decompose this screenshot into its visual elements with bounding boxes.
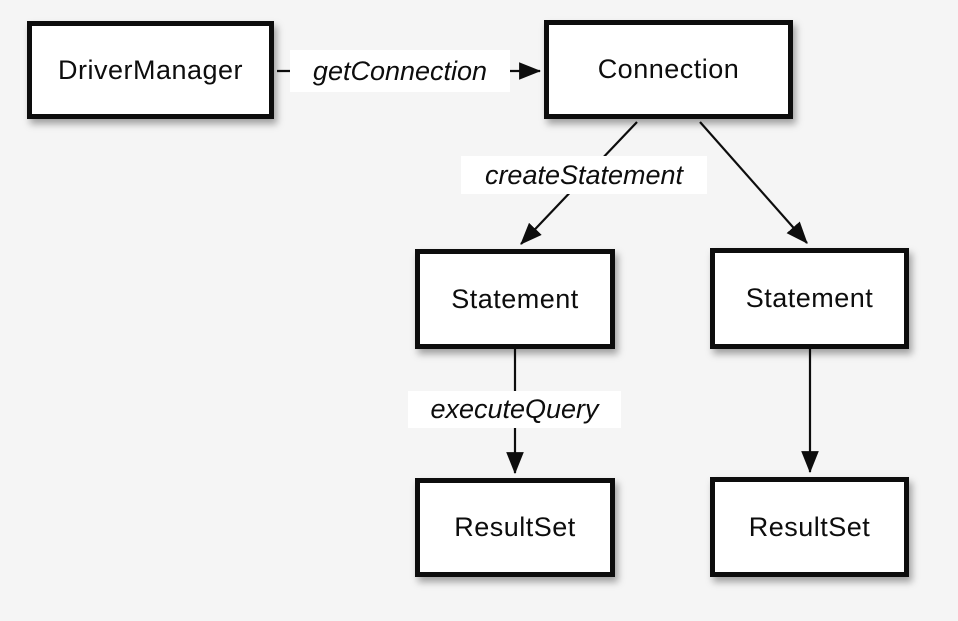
node-drivermanager-label: DriverManager — [57, 54, 244, 85]
node-connection: Connection — [544, 20, 793, 119]
edge-connection-to-statement-right-arrow — [699, 121, 808, 244]
edge-label-getconnection: getConnection — [290, 50, 510, 92]
node-connection-label: Connection — [597, 54, 740, 84]
edge-label-createstatement: createStatement — [461, 156, 707, 194]
node-statement-right: Statement — [710, 248, 909, 349]
node-resultset-right: ResultSet — [710, 477, 909, 577]
node-statement-left: Statement — [415, 249, 615, 349]
node-drivermanager: DriverManager — [27, 21, 274, 119]
edge-label-executequery: executeQuery — [408, 391, 621, 428]
node-statement-left-label: Statement — [451, 283, 579, 314]
node-statement-right-label: Statement — [745, 283, 874, 313]
node-resultset-left: ResultSet — [415, 478, 615, 577]
node-resultset-right-label: ResultSet — [748, 511, 871, 542]
node-resultset-left-label: ResultSet — [454, 512, 576, 542]
